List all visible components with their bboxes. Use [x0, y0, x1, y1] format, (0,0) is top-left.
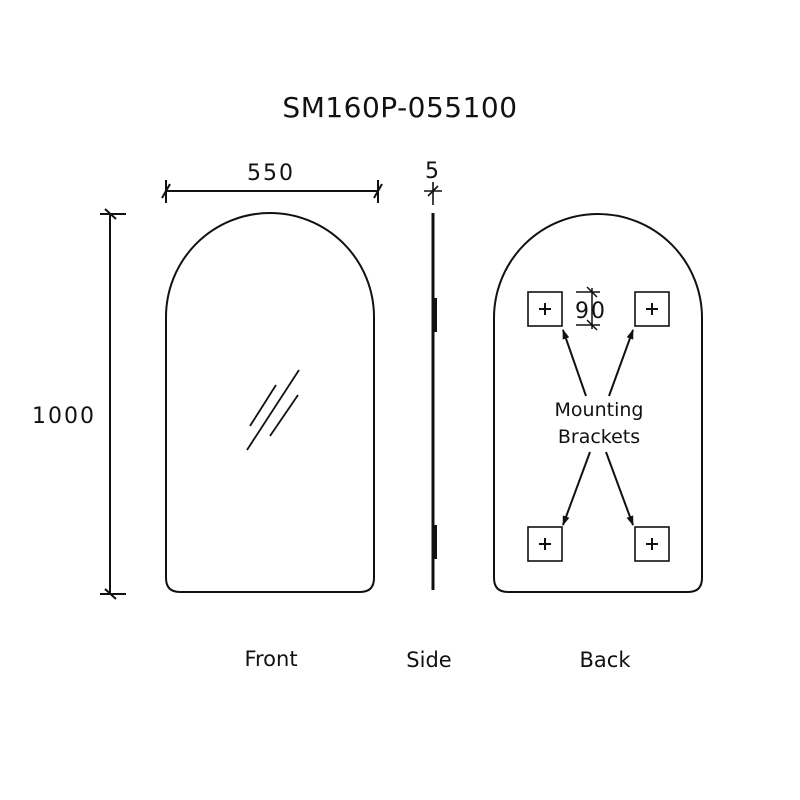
back-view-label: Back: [580, 648, 632, 672]
width-dimension-label: 550: [247, 161, 295, 186]
screw-cross-icon: [539, 303, 551, 315]
screw-cross-icon: [539, 538, 551, 550]
screw-cross-icon: [646, 303, 658, 315]
bracket-spacing-label: 90: [575, 299, 607, 324]
height-dimension: [100, 208, 126, 600]
side-bracket-bottom: [434, 525, 437, 559]
side-bracket-top: [434, 298, 437, 332]
product-code-title: SM160P-055100: [282, 91, 517, 124]
front-view: [165, 212, 375, 593]
width-dimension: [161, 180, 383, 203]
back-view: 90 Mounting Brackets: [493, 213, 703, 593]
back-mirror-outline: [493, 213, 703, 593]
bracket-spacing-dimension: [576, 286, 600, 331]
mounting-bracket-bottom-left: [527, 526, 563, 562]
depth-dimension: [424, 182, 442, 205]
front-mirror-outline: [165, 212, 375, 593]
height-dimension-label: 1000: [32, 404, 96, 429]
side-view: [431, 213, 437, 590]
annotation-mounting: Mounting: [555, 399, 644, 421]
glass-reflection-icon: [246, 369, 300, 451]
depth-dimension-label: 5: [425, 159, 441, 184]
screw-cross-icon: [646, 538, 658, 550]
mounting-bracket-top-left: [527, 291, 563, 327]
side-view-label: Side: [406, 648, 451, 672]
leader-arrows: [562, 329, 634, 526]
front-view-label: Front: [244, 647, 297, 671]
mounting-bracket-top-right: [634, 291, 670, 327]
annotation-brackets: Brackets: [558, 426, 640, 448]
mounting-bracket-bottom-right: [634, 526, 670, 562]
